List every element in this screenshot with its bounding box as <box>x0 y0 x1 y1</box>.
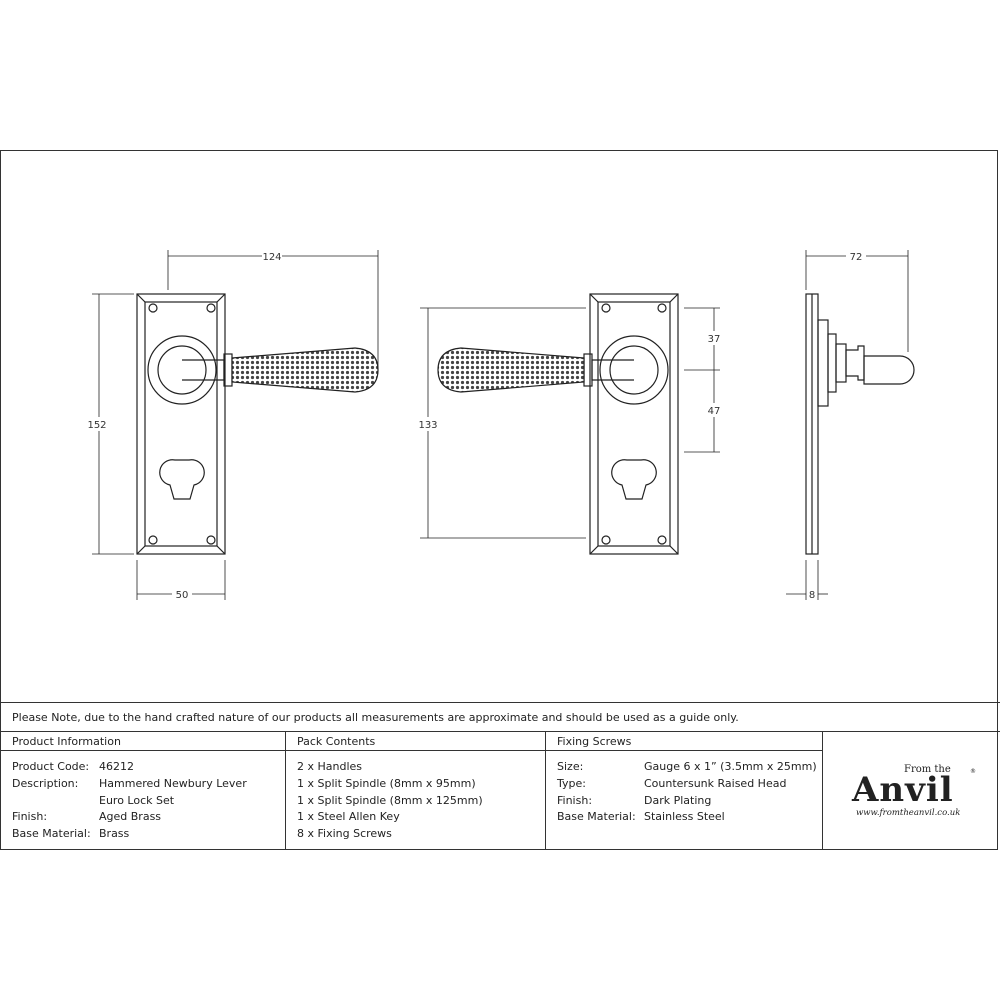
logo-brand-text: Anvil <box>852 770 954 810</box>
dim-front-width-bottom: 50 <box>176 590 189 601</box>
product-info-title: Product Information <box>12 735 121 748</box>
dim-front-width-top: 124 <box>262 252 281 263</box>
back-dimensions <box>420 307 720 539</box>
screw-type-label: Type: <box>557 777 586 790</box>
product-code-value: 46212 <box>99 760 134 773</box>
description-label: Description: <box>12 777 79 790</box>
technical-drawing: 124 152 50 133 37 47 72 8 <box>87 249 915 601</box>
pack-contents-rule <box>285 750 545 751</box>
dim-side-thickness: 8 <box>809 590 815 601</box>
screw-material-value: Stainless Steel <box>644 810 725 823</box>
back-view <box>437 293 679 555</box>
screw-size-label: Size: <box>557 760 584 773</box>
fixing-screws-title: Fixing Screws <box>557 735 632 748</box>
pack-item: 1 x Split Spindle (8mm x 125mm) <box>297 794 483 807</box>
divider-col-3 <box>822 731 823 850</box>
finish-value: Aged Brass <box>99 810 162 823</box>
description-value-line2: Euro Lock Set <box>99 794 175 807</box>
logo-from-text: From the <box>904 764 951 775</box>
dim-back-height: 133 <box>418 420 437 431</box>
front-view <box>136 293 379 555</box>
divider-note-bottom <box>0 731 1000 732</box>
trademark-icon: ® <box>970 768 976 775</box>
base-material-value: Brass <box>99 827 130 840</box>
product-code-label: Product Code: <box>12 760 90 773</box>
pack-item: 1 x Split Spindle (8mm x 95mm) <box>297 777 476 790</box>
pack-item: 8 x Fixing Screws <box>297 827 392 840</box>
logo-url-text: www.fromtheanvil.co.uk <box>856 808 961 818</box>
divider-col-2 <box>545 731 546 850</box>
screw-finish-value: Dark Plating <box>644 794 712 807</box>
pack-item: 2 x Handles <box>297 760 363 773</box>
fixing-screws-rule <box>545 750 822 751</box>
dim-side-depth: 72 <box>850 252 863 263</box>
screw-material-label: Base Material: <box>557 810 636 823</box>
dim-back-lower: 47 <box>708 406 721 417</box>
front-dimensions <box>92 250 379 600</box>
base-material-label: Base Material: <box>12 827 91 840</box>
side-dimensions <box>786 250 909 600</box>
dim-front-height: 152 <box>87 420 106 431</box>
screw-type-value: Countersunk Raised Head <box>644 777 787 790</box>
dim-back-upper: 37 <box>708 334 721 345</box>
description-value: Hammered Newbury Lever <box>99 777 247 790</box>
divider-col-1 <box>285 731 286 850</box>
screw-size-value: Gauge 6 x 1” (3.5mm x 25mm) <box>644 760 817 773</box>
divider-note-top <box>0 702 1000 703</box>
drawing-sheet <box>0 150 998 850</box>
product-info-rule <box>0 750 285 751</box>
from-the-anvil-logo: From the Anvil ® www.fromtheanvil.co.uk <box>852 760 982 820</box>
pack-item: 1 x Steel Allen Key <box>297 810 400 823</box>
measurement-note: Please Note, due to the hand crafted nat… <box>12 711 739 724</box>
side-view <box>805 293 915 555</box>
pack-contents-title: Pack Contents <box>297 735 376 748</box>
finish-label: Finish: <box>12 810 48 823</box>
screw-finish-label: Finish: <box>557 794 593 807</box>
